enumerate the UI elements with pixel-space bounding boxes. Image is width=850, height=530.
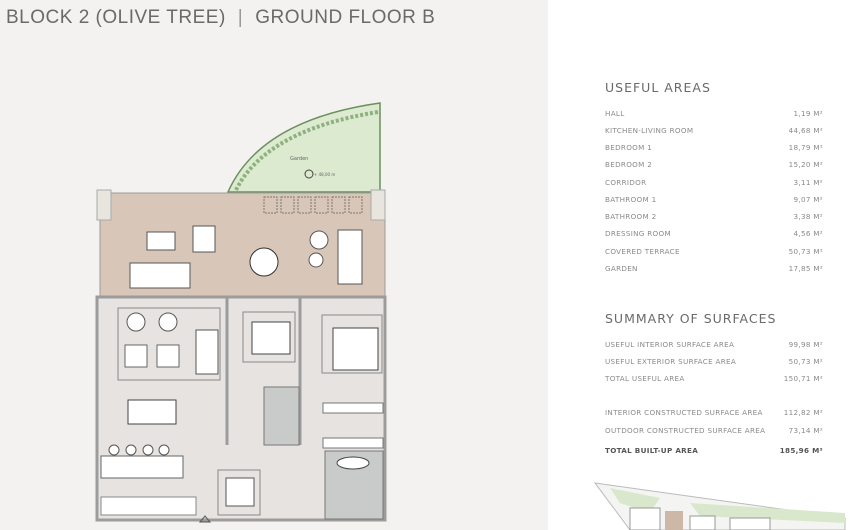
summary-title: SUMMARY OF SURFACES (605, 311, 777, 326)
title-separator: | (237, 7, 244, 28)
garden-label: Garden (290, 156, 308, 162)
row-value: 44,68 M² (788, 126, 823, 135)
table-row: OUTDOOR CONSTRUCTED SURFACE AREA 73,14 M² (605, 426, 823, 435)
row-value: 17,85 M² (788, 264, 823, 273)
table-row: DRESSING ROOM 4,56 M² (605, 229, 823, 238)
row-value: 150,71 M² (783, 374, 823, 383)
page-title: BLOCK 2 (OLIVE TREE) | GROUND FLOOR B (6, 7, 435, 29)
table-row: TOTAL USEFUL AREA 150,71 M² (605, 374, 823, 383)
row-value: 3,11 M² (793, 178, 823, 187)
row-label: CORRIDOR (605, 178, 647, 187)
row-label: GARDEN (605, 264, 638, 273)
row-value: 112,82 M² (783, 408, 823, 417)
table-row: HALL 1,19 M² (605, 109, 823, 118)
row-value: 15,20 M² (788, 160, 823, 169)
table-row: KITCHEN-LIVING ROOM 44,68 M² (605, 126, 823, 135)
row-value: 9,07 M² (793, 195, 823, 204)
table-row: BEDROOM 2 15,20 M² (605, 160, 823, 169)
row-value: 3,38 M² (793, 212, 823, 221)
row-value: 50,73 M² (788, 357, 823, 366)
row-value: 185,96 M² (779, 446, 823, 455)
row-label: KITCHEN-LIVING ROOM (605, 126, 694, 135)
row-label: USEFUL EXTERIOR SURFACE AREA (605, 357, 737, 366)
row-label: COVERED TERRACE (605, 247, 680, 256)
row-label: USEFUL INTERIOR SURFACE AREA (605, 340, 735, 349)
row-label: BATHROOM 2 (605, 212, 657, 221)
useful-areas-title: USEFUL AREAS (605, 80, 711, 95)
table-row: GARDEN 17,85 M² (605, 264, 823, 273)
floor-plan: Garden + 48,00 m (95, 102, 387, 523)
table-row: BATHROOM 2 3,38 M² (605, 212, 823, 221)
row-label: HALL (605, 109, 625, 118)
table-row: CORRIDOR 3,11 M² (605, 178, 823, 187)
row-value: 50,73 M² (788, 247, 823, 256)
row-label: TOTAL BUILT-UP AREA (605, 446, 699, 455)
floor-name: GROUND FLOOR B (255, 7, 436, 28)
row-label: BEDROOM 1 (605, 143, 653, 152)
site-location-map (593, 482, 846, 530)
level-label: + 48,00 m (314, 172, 335, 177)
garden-hedge (234, 110, 379, 191)
row-value: 4,56 M² (793, 229, 823, 238)
table-row: BEDROOM 1 18,79 M² (605, 143, 823, 152)
row-label: INTERIOR CONSTRUCTED SURFACE AREA (605, 408, 763, 417)
row-label: BEDROOM 2 (605, 160, 653, 169)
table-row: COVERED TERRACE 50,73 M² (605, 247, 823, 256)
block-name: BLOCK 2 (OLIVE TREE) (6, 7, 226, 28)
table-row: INTERIOR CONSTRUCTED SURFACE AREA 112,82 … (605, 408, 823, 417)
row-value: 1,19 M² (793, 109, 823, 118)
level-marker-icon (304, 169, 314, 179)
row-label: OUTDOOR CONSTRUCTED SURFACE AREA (605, 426, 766, 435)
row-label: DRESSING ROOM (605, 229, 671, 238)
table-row: USEFUL INTERIOR SURFACE AREA 99,98 M² (605, 340, 823, 349)
garden-area (226, 102, 381, 193)
total-row: TOTAL BUILT-UP AREA 185,96 M² (605, 446, 823, 455)
row-label: TOTAL USEFUL AREA (605, 374, 685, 383)
table-row: BATHROOM 1 9,07 M² (605, 195, 823, 204)
row-value: 18,79 M² (788, 143, 823, 152)
row-value: 99,98 M² (788, 340, 823, 349)
row-label: BATHROOM 1 (605, 195, 657, 204)
row-value: 73,14 M² (788, 426, 823, 435)
table-row: USEFUL EXTERIOR SURFACE AREA 50,73 M² (605, 357, 823, 366)
